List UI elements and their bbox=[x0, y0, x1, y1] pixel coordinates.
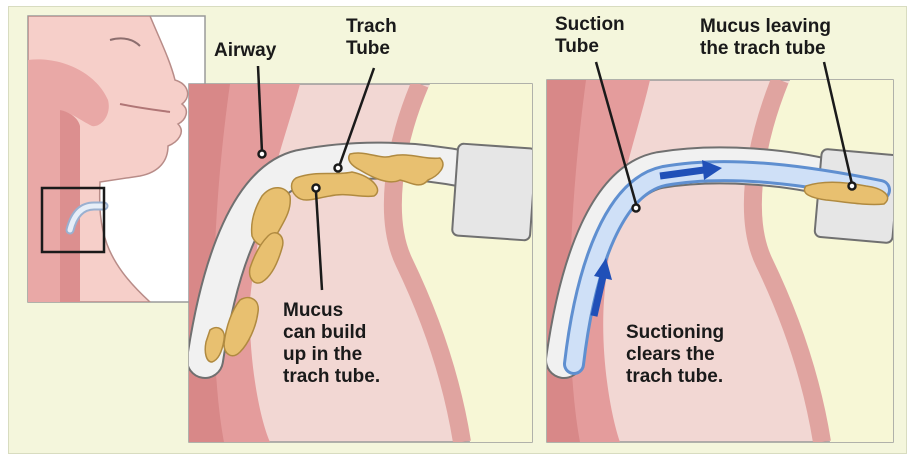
airway-label: Airway bbox=[214, 40, 276, 62]
mucus-blob bbox=[292, 172, 378, 200]
suction-tube-label: Suction Tube bbox=[555, 14, 625, 58]
mucus-buildup-label: Mucus can build up in the trach tube. bbox=[283, 300, 380, 388]
head-profile-inset bbox=[28, 16, 205, 302]
mucus-leaving-label: Mucus leaving the trach tube bbox=[700, 16, 831, 60]
trach-tube-label: Trach Tube bbox=[346, 16, 397, 60]
mucus-buildup-panel bbox=[189, 84, 536, 442]
suction-clears-label: Suctioning clears the trach tube. bbox=[626, 322, 724, 388]
